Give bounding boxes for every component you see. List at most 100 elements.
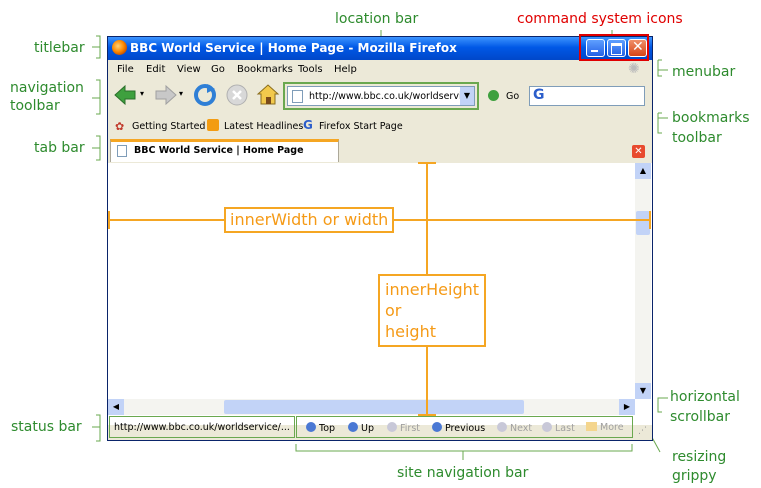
bookmarks-toolbar-label-line1: bookmarks [672,110,750,126]
bookmark-firefox-start-page[interactable]: Firefox Start Page [319,121,403,132]
horizontal-scrollbar-label-line2: scrollbar [670,409,731,425]
menubar-label: menubar [672,64,736,80]
back-icon[interactable] [113,83,139,107]
scroll-down-icon[interactable]: ▼ [635,383,651,399]
menu-edit[interactable]: Edit [146,64,166,75]
height-bottom-tick [418,414,436,416]
status-bar-highlight [109,416,295,438]
site-nav-top[interactable]: Top [306,422,335,434]
window-title: BBC World Service | Home Page - Mozilla … [130,41,457,55]
resizing-grippy[interactable]: ⋰ [638,426,647,436]
resizing-grippy-label-line2: grippy [672,468,717,484]
page-icon [292,90,303,103]
status-url: http://www.bbc.co.uk/worldservice/... [114,422,290,433]
horizontal-scrollbar-label-line1: horizontal [670,389,740,405]
site-nav-previous-label: Previous [445,423,486,434]
menu-go[interactable]: Go [211,64,225,75]
navigation-toolbar: ▾ ▾ http://www.bbc.co.uk/worldservic ▼ G… [108,77,652,116]
browser-window: BBC World Service | Home Page - Mozilla … [107,36,653,441]
site-nav-previous[interactable]: Previous [432,422,485,434]
tab-bar: BBC World Service | Home Page ✕ [108,137,652,163]
site-nav-up[interactable]: Up [348,422,374,434]
site-nav-up-label: Up [361,423,374,434]
maximize-button[interactable] [607,39,626,57]
scroll-right-icon[interactable]: ▶ [619,399,635,415]
resizing-grippy-label: resizing grippy [672,449,726,484]
command-system-icons-label: command system icons [517,11,683,27]
inner-height-label-line3: height [385,322,436,341]
tab[interactable]: BBC World Service | Home Page [110,139,339,162]
vertical-scrollbar[interactable]: ▲ ▼ [635,163,651,399]
stop-icon[interactable] [225,83,249,107]
vertical-scroll-thumb[interactable] [636,211,650,235]
navigation-toolbar-label-line2: toolbar [10,98,60,114]
titlebar-label: titlebar [34,40,85,56]
tab-title: BBC World Service | Home Page [134,145,304,156]
titlebar[interactable]: BBC World Service | Home Page - Mozilla … [108,37,652,60]
site-nav-more[interactable]: More [586,422,624,433]
forward-icon[interactable] [152,83,178,107]
close-icon: ✕ [632,39,644,55]
site-nav-next-label: Next [510,423,533,434]
minimize-button[interactable] [586,39,605,57]
width-right-tick [649,211,651,229]
back-dropdown-icon[interactable]: ▾ [140,89,145,98]
menu-file[interactable]: File [117,64,134,75]
menu-help[interactable]: Help [334,64,357,75]
scroll-left-icon[interactable]: ◀ [108,399,124,415]
site-nav-last-label: Last [555,423,575,434]
command-icons-highlight [579,34,649,61]
menu-bookmarks[interactable]: Bookmarks [237,64,293,75]
site-nav-more-label: More [600,422,624,433]
bookmark-getting-started[interactable]: Getting Started [132,121,206,132]
location-dropdown-icon[interactable]: ▼ [460,87,474,105]
bookmarks-toolbar-label: bookmarks toolbar [672,110,750,146]
site-nav-top-label: Top [319,423,336,434]
reload-icon[interactable] [193,83,217,107]
location-bar[interactable]: http://www.bbc.co.uk/worldservic ▼ [287,86,475,106]
site-nav-next[interactable]: Next [497,422,532,434]
maximize-icon [611,43,622,55]
search-box[interactable]: G [529,86,645,106]
navigation-toolbar-label-line1: navigation [10,80,84,96]
site-navigation-highlight [296,416,633,438]
location-url[interactable]: http://www.bbc.co.uk/worldservic [309,91,467,102]
horizontal-scroll-thumb[interactable] [224,400,524,414]
top-icon [306,422,316,432]
site-nav-first-label: First [400,423,420,434]
firefox-logo-icon [112,40,127,55]
status-bar-label: status bar [11,419,82,435]
tab-bar-label: tab bar [34,140,85,156]
throbber-icon: ✺ [628,61,640,77]
status-bar: http://www.bbc.co.uk/worldservice/... To… [108,416,652,440]
menu-tools[interactable]: Tools [298,64,323,75]
menu-view[interactable]: View [177,64,201,75]
navigation-toolbar-label: navigation toolbar [10,80,84,114]
last-icon [542,422,552,432]
horizontal-scrollbar[interactable]: ◀ ▶ [108,399,635,415]
site-nav-first[interactable]: First [387,422,420,434]
site-navigation-bar-label: site navigation bar [397,465,529,481]
horizontal-scrollbar-label: horizontal scrollbar [670,389,740,425]
inner-height-label-line1: innerHeight [385,280,480,299]
tab-page-icon [117,145,127,157]
go-icon[interactable] [488,90,499,101]
width-left-tick [108,211,110,229]
forward-dropdown-icon[interactable]: ▾ [179,89,184,98]
inner-height-label: innerHeight or height [378,274,487,347]
go-button[interactable]: Go [506,91,520,102]
site-nav-last[interactable]: Last [542,422,575,434]
getting-started-icon: ✿ [115,120,125,133]
close-tab-icon[interactable]: ✕ [632,145,645,158]
inner-width-label: innerWidth or width [224,207,395,233]
scroll-up-icon[interactable]: ▲ [635,163,651,179]
inner-height-label-line2: or [385,301,402,320]
bookmark-latest-headlines[interactable]: Latest Headlines [224,121,304,132]
location-bar-label: location bar [335,11,419,27]
menubar: File Edit View Go Bookmarks Tools Help ✺ [108,60,652,77]
next-icon [497,422,507,432]
up-icon [348,422,358,432]
home-icon[interactable] [256,82,280,106]
location-bar-highlight [283,82,479,110]
close-button[interactable]: ✕ [628,39,647,57]
